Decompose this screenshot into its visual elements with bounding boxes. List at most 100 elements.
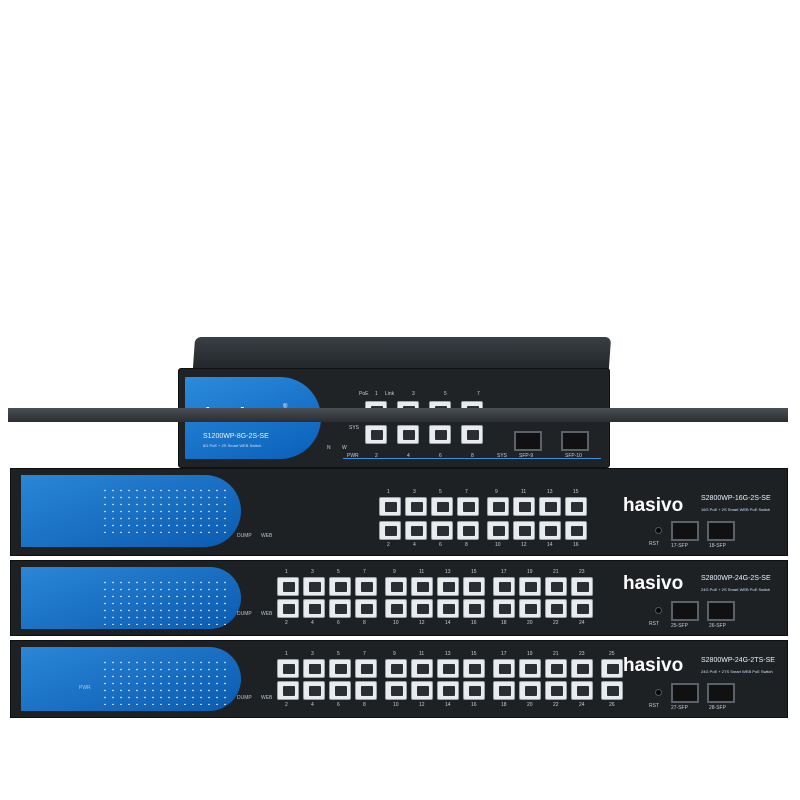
switch24-rj45-port <box>411 577 433 596</box>
switch16-rj45-port <box>457 521 479 540</box>
switch24ts-rj45-port <box>493 659 515 678</box>
switch16-rj45-port <box>513 521 535 540</box>
small-port-2 <box>365 425 387 444</box>
switch16-sfp-1 <box>671 521 699 541</box>
switch24ts-rj45-port <box>519 659 541 678</box>
switch24-rj45-port <box>493 577 515 596</box>
switch24-reset-button[interactable] <box>655 607 662 614</box>
switch24ts-sfp-label-1: 27-SFP <box>671 705 688 711</box>
switch16-port-number-bottom: 8 <box>465 542 468 548</box>
switch16-rj45-port <box>565 521 587 540</box>
switch16-port-number-top: 15 <box>573 489 579 495</box>
switch24ts-rj45-port <box>303 681 325 700</box>
switch24ts-rj45-port <box>277 681 299 700</box>
small-label-5: 5 <box>444 391 447 397</box>
switch24ts-rj45-port <box>385 681 407 700</box>
switch24-rst-label: RST <box>649 621 659 627</box>
small-label-poe: PoE <box>359 391 369 397</box>
switch24-logo: hasivo <box>623 573 684 594</box>
switch24-port-number-bottom: 16 <box>471 620 477 626</box>
switch24ts-reset-button[interactable] <box>655 689 662 696</box>
small-label-4: 4 <box>407 453 410 459</box>
switch24-rj45-port <box>437 599 459 618</box>
switch24ts-rj45-port <box>571 681 593 700</box>
switch24ts-rj45-port <box>355 681 377 700</box>
switch24-rj45-port <box>329 577 351 596</box>
switch24-port-number-top: 5 <box>337 569 340 575</box>
switch24ts-rj45-port <box>329 681 351 700</box>
switch24ts-pwr-label: PWR <box>79 685 91 691</box>
switch16-logo: hasivo <box>623 495 684 516</box>
switch24ts-port-number-top: 3 <box>311 651 314 657</box>
switch16-rj45-port <box>405 497 427 516</box>
switch24-port-number-top: 1 <box>285 569 288 575</box>
switch24ts-rj45-port <box>437 659 459 678</box>
switch24ts-port-number-top: 1 <box>285 651 288 657</box>
switch16-sfp-label-2: 18-SFP <box>709 543 726 549</box>
switch24-port-number-bottom: 10 <box>393 620 399 626</box>
switch24ts-port-number-bottom: 20 <box>527 702 533 708</box>
small-port-6 <box>429 425 451 444</box>
small-sfp-10 <box>561 431 589 451</box>
switch24-blue-panel <box>21 567 241 629</box>
switch24-port-number-top: 9 <box>393 569 396 575</box>
switch16-rj45-port <box>457 497 479 516</box>
switch24ts-port-number-bottom: 12 <box>419 702 425 708</box>
switch24-sfp-1 <box>671 601 699 621</box>
switch24ts-port-number-bottom: 4 <box>311 702 314 708</box>
switch24ts-subtitle: 24G PoE + 2TS Smart WEB PoE Switch <box>701 669 773 674</box>
switch24-sfp-label-2: 26-SFP <box>709 623 726 629</box>
switch24ts-port-number-top: 21 <box>553 651 559 657</box>
switch24ts-rj45-port <box>571 659 593 678</box>
switch24-led-grid <box>101 579 231 625</box>
switch24ts-sfp-1 <box>671 683 699 703</box>
switch24ts-rj45-port <box>329 659 351 678</box>
switch24-subtitle: 24G PoE + 2S Smart WEB PoE Switch <box>701 587 771 592</box>
switch16-rj45-port <box>565 497 587 516</box>
switch24-rj45-port <box>571 599 593 618</box>
switch24ts-rj45-port <box>303 659 325 678</box>
switch24ts-port-number-bottom: 2 <box>285 702 288 708</box>
switch24ts-dump-label: DUMP <box>237 695 252 701</box>
switch24ts-rst-label: RST <box>649 703 659 709</box>
switch16-reset-button[interactable] <box>655 527 662 534</box>
switch16-port-number-bottom: 16 <box>573 542 579 548</box>
small-sfp-9 <box>514 431 542 451</box>
switch24ts-port-number-top: 5 <box>337 651 340 657</box>
switch24ts-rj45-port <box>355 659 377 678</box>
small-label-sfp10: SFP-10 <box>565 453 582 459</box>
switch16-port-number-bottom: 6 <box>439 542 442 548</box>
small-port-8 <box>461 425 483 444</box>
switch24ts-port-number-top: 7 <box>363 651 366 657</box>
small-label-8: 8 <box>471 453 474 459</box>
switch24-rj45-port <box>385 599 407 618</box>
switch24ts-port-number-top: 9 <box>393 651 396 657</box>
switch24ts-rj45-port <box>437 681 459 700</box>
small-label-3: 3 <box>412 391 415 397</box>
switch16-led-grid <box>101 487 231 533</box>
switch24ts-rj45-port <box>545 681 567 700</box>
switch24-web-label: WEB <box>261 611 273 617</box>
switch24-rj45-port <box>329 599 351 618</box>
small-label-sys-led: SYS <box>349 425 360 431</box>
switch24-port-number-top: 11 <box>419 569 425 575</box>
switch16-rj45-port <box>431 497 453 516</box>
switch24-port-number-bottom: 22 <box>553 620 559 626</box>
switch24-rj45-port <box>303 577 325 596</box>
switch16-port-number-bottom: 10 <box>495 542 501 548</box>
switch24-port-number-top: 3 <box>311 569 314 575</box>
switch24-rj45-port <box>437 577 459 596</box>
switch24-port-number-bottom: 20 <box>527 620 533 626</box>
switch16-sfp-label-1: 17-SFP <box>671 543 688 549</box>
switch16-dump-label: DUMP <box>237 533 252 539</box>
small-label-sys: SYS <box>497 453 508 459</box>
switch24ts-port-number-top: 17 <box>501 651 507 657</box>
switch24-rj45-port <box>571 577 593 596</box>
switch24-rj45-port <box>519 577 541 596</box>
switch24ts-rj45-port <box>463 681 485 700</box>
switch16-port-number-bottom: 2 <box>387 542 390 548</box>
switch24-sfp-label-1: 25-SFP <box>671 623 688 629</box>
switch16-sfp-2 <box>707 521 735 541</box>
switch16-top <box>8 408 788 422</box>
switch24ts-rj45-port <box>519 681 541 700</box>
